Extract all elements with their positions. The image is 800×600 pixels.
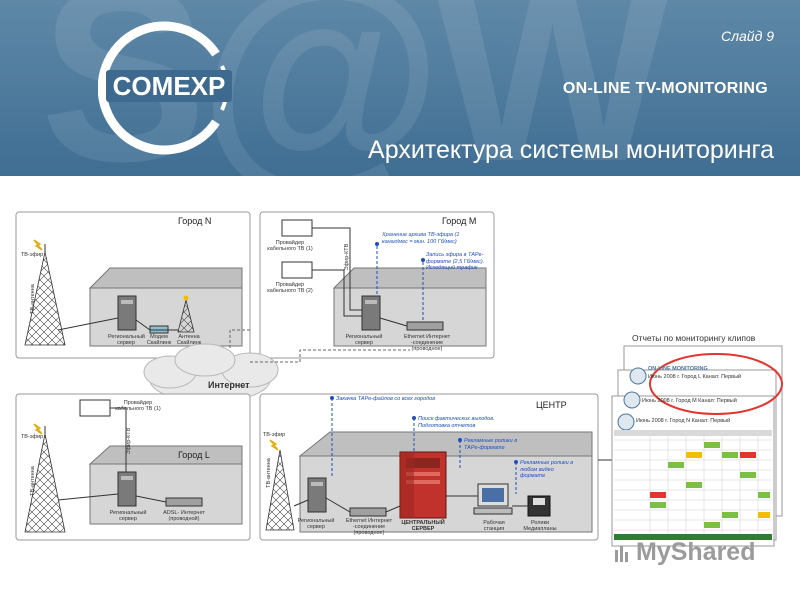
myshared-logo-icon xyxy=(615,546,628,562)
city-n-modem-label: Модем Скайлинк xyxy=(146,334,172,346)
slide-header: S@W COMEXP Слайд 9 ON-LINE TV-MONITORING… xyxy=(0,0,800,176)
city-m-server-label: Региональный сервер xyxy=(345,334,383,346)
city-l-air-ktv: Эфир-КТВ xyxy=(126,427,132,455)
server-icon xyxy=(117,471,137,507)
center-tv-antenna: ТВ-антенна xyxy=(266,458,272,488)
workstation-label: Рабочая станция xyxy=(483,520,505,532)
cable-provider-icon xyxy=(281,219,313,237)
city-m-title: Город M xyxy=(442,216,477,226)
city-l-title: Город L xyxy=(178,450,210,460)
city-l-server-label: Региональный сервер xyxy=(109,510,147,522)
city-n-server-label: Региональный сервер xyxy=(108,334,145,346)
city-n-antenna-label: Антенна Скайлинк xyxy=(176,334,202,346)
center-ethernet-label: Ethernet Интернет -соединение (проводное… xyxy=(345,518,393,536)
tv-tower-icon xyxy=(265,449,295,531)
server-icon xyxy=(117,295,137,331)
ethernet-switch-icon xyxy=(406,321,444,331)
slide-title: Архитектура системы мониторинга xyxy=(368,136,774,164)
report-1-caption: Июнь 2008 г. Город L Канал: Первый xyxy=(648,374,742,380)
tv-tower-icon xyxy=(24,426,66,533)
skylink-antenna-icon xyxy=(177,295,195,333)
server-icon xyxy=(307,477,327,513)
city-m-ethernet-label: Ethernet Интернет -соединение (проводное… xyxy=(403,334,451,352)
city-m-provider-2: Провайдер кабельного ТВ (2) xyxy=(267,282,313,294)
center-note-ads-tape: Рекламные ролики в ТАРе-формате xyxy=(464,438,518,451)
center-note-ads-video: Рекламные ролики в любом видео формате xyxy=(520,460,574,479)
report-header-line: ON-LINE MONITORING xyxy=(648,366,708,372)
cable-provider-icon xyxy=(79,399,111,417)
city-n-title: Город N xyxy=(178,216,212,226)
center-note-upload: Закачка ТАРе-файлов со всех городов xyxy=(336,396,436,402)
reports-title: Отчеты по мониторингу клипов xyxy=(632,333,756,343)
server-icon xyxy=(361,295,381,331)
city-m-air-ktv: Эфир-КТВ xyxy=(344,243,350,271)
comexp-logo: COMEXP xyxy=(98,21,232,155)
city-n-tv-air: ТВ-эфир xyxy=(20,252,44,258)
city-m-provider-1: Провайдер кабельного ТВ (1) xyxy=(267,240,313,252)
city-l-tv-air: ТВ-эфир xyxy=(20,434,44,440)
city-m-note-record: Запись эфира в ТАРе-формате (2,5 Гб/мес)… xyxy=(426,252,485,271)
internet-label: Интернет xyxy=(208,380,250,390)
city-l-adsl-label: ADSL- Интернет (проводной) xyxy=(163,510,205,522)
architecture-diagram xyxy=(15,211,783,547)
city-n-tv-antenna: ТВ-антенна xyxy=(30,284,36,314)
city-l-provider: Провайдер кабельного ТВ (1) xyxy=(115,400,161,412)
center-note-search: Поиск фактических выходов. Подготовка от… xyxy=(418,416,495,429)
slide-number: Слайд 9 xyxy=(721,28,774,44)
slide-subtitle: ON-LINE TV-MONITORING xyxy=(562,80,768,97)
center-title: ЦЕНТР xyxy=(536,400,567,410)
central-server-label: ЦЕНТРАЛЬНЫЙ СЕРВЕР xyxy=(401,520,445,532)
workstation-icon xyxy=(473,483,513,515)
cable-provider-icon xyxy=(281,261,313,279)
myshared-watermark: MyShared xyxy=(636,538,756,566)
center-server-label: Региональный сервер xyxy=(297,518,335,530)
media-label: Ролики Медиапланы xyxy=(523,520,557,532)
highlight-oval xyxy=(649,353,783,415)
city-l-tv-antenna: ТВ-антенна xyxy=(30,466,36,496)
report-3-caption: Июнь 2008 г. Город N Канал: Первый xyxy=(636,418,731,424)
city-m-note-archive: Хранение архива ТВ-эфира (1 канал/мес = … xyxy=(382,232,460,245)
internet-cloud xyxy=(143,343,279,403)
adsl-modem-icon xyxy=(165,497,203,507)
media-disk-icon xyxy=(527,495,551,517)
central-server-icon xyxy=(399,451,447,519)
svg-text:COMEXP: COMEXP xyxy=(113,71,226,101)
ethernet-switch-icon xyxy=(349,507,387,517)
report-2-caption: Июнь 2008 г. Город M Канал: Первый xyxy=(642,398,737,404)
tv-tower-icon xyxy=(24,244,66,346)
center-tv-air: ТВ-эфир xyxy=(262,432,286,438)
report-sheets xyxy=(611,345,783,547)
